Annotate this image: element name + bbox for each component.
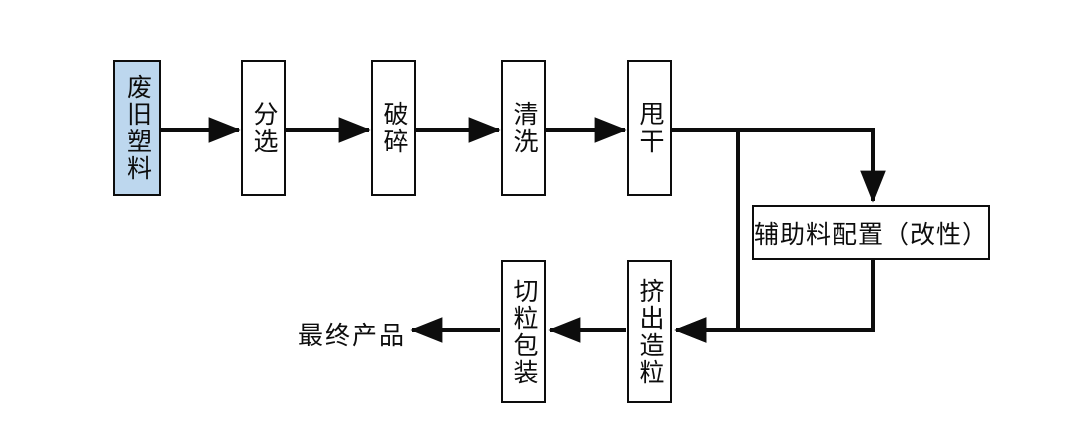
label-final-product: 最终产品 (298, 323, 407, 350)
node-additive-config[interactable]: 辅助料配置（改性） (752, 205, 990, 260)
node-label-waste-plastic: 废旧塑料 (123, 74, 151, 182)
edge-drying-to-extrusion (674, 130, 740, 343)
node-label-washing: 清洗 (510, 101, 537, 155)
node-label-sorting: 分选 (250, 101, 277, 155)
node-washing[interactable]: 清洗 (501, 60, 546, 196)
node-label-extrusion: 挤出造粒 (636, 277, 663, 386)
node-spin-drying[interactable]: 甩干 (627, 60, 672, 196)
node-sorting[interactable]: 分选 (241, 60, 286, 196)
edge-drying-to-additive (672, 128, 886, 203)
node-label-pelletizing: 切粒包装 (510, 277, 537, 386)
node-label-additive-config: 辅助料配置（改性） (754, 221, 989, 249)
node-waste-plastic[interactable]: 废旧塑料 (113, 60, 161, 196)
node-pelletizing[interactable]: 切粒包装 (501, 260, 546, 403)
edge-additive-to-extrusion (674, 260, 875, 343)
node-label-spin-drying: 甩干 (636, 101, 663, 155)
node-crushing[interactable]: 破碎 (371, 60, 416, 196)
node-label-crushing: 破碎 (380, 101, 407, 155)
node-extrusion[interactable]: 挤出造粒 (627, 260, 672, 403)
